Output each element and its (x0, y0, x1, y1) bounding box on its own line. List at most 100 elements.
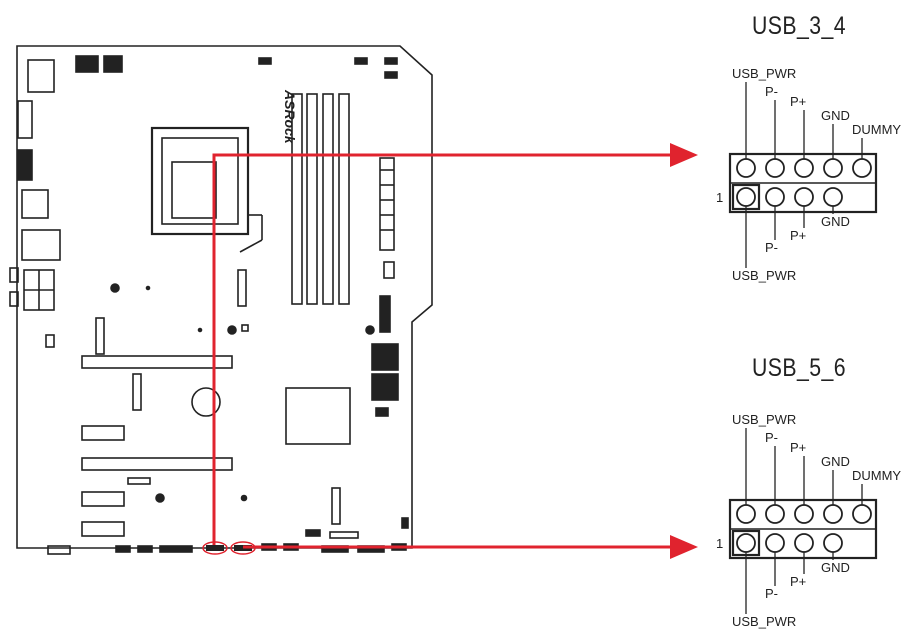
pin (736, 187, 756, 207)
io-port (17, 100, 33, 139)
io-port (17, 149, 33, 181)
pin-label-top: DUMMY (852, 468, 901, 483)
header (329, 531, 359, 539)
board-outline (16, 45, 433, 549)
sata-port (371, 373, 399, 401)
pin-label-top: USB_PWR (732, 66, 796, 81)
pin (765, 187, 785, 207)
pin-label-bottom: P- (765, 240, 778, 255)
pin-label-bottom: GND (821, 560, 850, 575)
pin (852, 158, 872, 178)
pin-label-top: GND (821, 108, 850, 123)
header (305, 529, 321, 537)
pin-label-top: P+ (790, 94, 806, 109)
io-port (21, 229, 61, 261)
header (137, 545, 153, 553)
pin (736, 533, 756, 553)
m2-slot (95, 317, 105, 355)
pcie-slot (81, 355, 233, 369)
header (379, 295, 391, 333)
pcie-x1-slot (81, 491, 125, 507)
dimm-slot (322, 93, 334, 305)
mounting-hole (227, 325, 237, 335)
atx-power-connector (379, 157, 395, 251)
header (115, 545, 131, 553)
pin (765, 504, 785, 524)
pin (823, 158, 843, 178)
header (159, 545, 193, 553)
header (127, 477, 151, 485)
pin-label-bottom: USB_PWR (732, 268, 796, 283)
dimm-slot (291, 93, 303, 305)
asrock-logo: ASRock (282, 89, 298, 145)
pin-label-top: GND (821, 454, 850, 469)
fan-header (354, 57, 368, 65)
pin-label-bottom: P- (765, 586, 778, 601)
pin1-label: 1 (716, 536, 723, 551)
mounting-hole (110, 283, 120, 293)
mounting-hole (145, 285, 151, 291)
pin (823, 504, 843, 524)
pin (765, 158, 785, 178)
pin-label-top: P- (765, 84, 778, 99)
pin (794, 187, 814, 207)
io-port (21, 189, 49, 219)
pin (736, 158, 756, 178)
fan-header (258, 57, 272, 65)
arrowhead-usb-5-6 (670, 535, 698, 559)
pin-label-top: USB_PWR (732, 412, 796, 427)
header (401, 517, 409, 529)
mounting-hole (240, 494, 248, 502)
io-port (27, 59, 55, 93)
pin-label-top: DUMMY (852, 122, 901, 137)
arrows (212, 153, 672, 549)
arrow-usb-3-4 (212, 153, 672, 545)
dimm-slot (306, 93, 318, 305)
header (375, 407, 389, 417)
pin1-label: 1 (716, 190, 723, 205)
pin (823, 187, 843, 207)
pin-label-bottom: USB_PWR (732, 614, 796, 629)
m2-slot (237, 269, 247, 307)
header (241, 324, 249, 332)
pin (852, 504, 872, 524)
cpu-socket-inner (171, 161, 217, 219)
mounting-hole (365, 325, 375, 335)
pin (736, 504, 756, 524)
fan-header (384, 57, 398, 65)
pcie-x1-slot (81, 521, 125, 537)
pin (794, 504, 814, 524)
atx12v-connector (103, 55, 123, 73)
io-port (9, 291, 19, 307)
pin (765, 533, 785, 553)
pcie-x1-slot (81, 425, 125, 441)
pin (794, 533, 814, 553)
header (383, 261, 395, 279)
pin-label-bottom: P+ (790, 228, 806, 243)
header-title-usb-3-4: USB_3_4 (752, 12, 846, 40)
mounting-hole (197, 327, 203, 333)
mounting-hole (155, 493, 165, 503)
pcie-slot (81, 457, 233, 471)
arrowhead-usb-3-4 (670, 143, 698, 167)
pin-label-top: P- (765, 430, 778, 445)
cmos-battery (191, 387, 221, 417)
m2-slot (331, 487, 341, 525)
fan-header (384, 71, 398, 79)
pin-label-top: P+ (790, 440, 806, 455)
chipset (285, 387, 351, 445)
cpu-socket (161, 137, 239, 225)
header (45, 334, 55, 348)
header-title-usb-5-6: USB_5_6 (752, 354, 846, 382)
cpu-socket-frame (150, 126, 250, 236)
io-port (9, 267, 19, 283)
dimm-slot (338, 93, 350, 305)
pin (794, 158, 814, 178)
pin-label-bottom: GND (821, 214, 850, 229)
header (47, 545, 71, 555)
m2-slot (132, 373, 142, 411)
sata-port (371, 343, 399, 371)
